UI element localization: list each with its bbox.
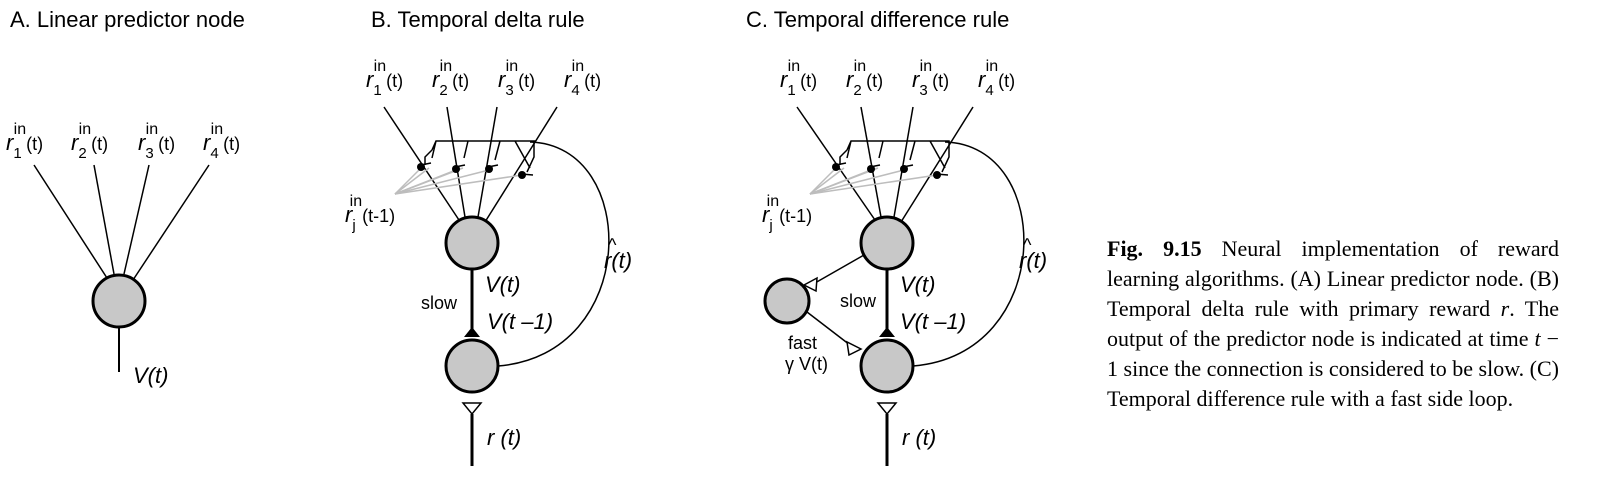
reward-synapse (461, 402, 483, 416)
trace-label: rjin(t-1) (345, 193, 395, 234)
input-label-3: r3in(t) (138, 121, 175, 162)
reward-node (859, 338, 915, 394)
input-line-4 (484, 106, 558, 223)
fast-input-synapse (802, 276, 818, 293)
rhat-hat: ^ (1023, 235, 1032, 255)
slow-synapse (464, 327, 480, 337)
reward-synapse (876, 402, 898, 416)
input-line-2 (446, 106, 466, 218)
input-label-4: r4in(t) (203, 121, 240, 162)
input-line-3 (893, 106, 914, 218)
reward-label: r (t) (487, 425, 521, 450)
feedback-arc (497, 141, 610, 367)
input-label-2: r2in(t) (432, 58, 469, 99)
input-line-2 (93, 164, 115, 275)
caption-var-r: r (1500, 296, 1510, 321)
input-label-1: r1in(t) (6, 121, 43, 162)
v-label: V(t) (485, 272, 520, 297)
slow-label: slow (840, 291, 877, 311)
synapse-hooks (835, 162, 949, 176)
rhat-hat: ^ (608, 235, 617, 255)
panel-b: B. Temporal delta rule r1in(t) r2in(t) r… (345, 7, 632, 466)
caption-var-t: t (1534, 326, 1541, 351)
caption-text-3: − 1 since the connection is considered t… (1107, 326, 1559, 411)
input-line-4 (132, 164, 210, 281)
input-label-3: r3in(t) (498, 58, 535, 99)
input-label-1: r1in(t) (780, 58, 817, 99)
input-label-3: r3in(t) (912, 58, 949, 99)
figure-caption: Fig. 9.15 Neural implementation of rewar… (1107, 234, 1559, 414)
input-label-1: r1in(t) (366, 58, 403, 99)
gamma-label: γ V(t) (785, 354, 828, 374)
figure-number: Fig. 9.15 (1107, 236, 1202, 261)
input-line-3 (123, 164, 150, 275)
synapse-dot-4 (933, 171, 941, 179)
reward-node (444, 338, 500, 394)
slow-synapse (879, 327, 895, 337)
v-label: V(t) (900, 272, 935, 297)
fast-input-line (814, 254, 865, 284)
fast-output-synapse (846, 340, 863, 357)
fast-output-line (806, 311, 851, 346)
input-label-2: r2in(t) (71, 121, 108, 162)
v-prev-label: V(t –1) (900, 309, 966, 334)
synapse-hooks (420, 162, 534, 176)
slow-label: slow (421, 293, 458, 313)
caption-text-2: . The output of the predictor node is in… (1107, 296, 1560, 351)
feedback-arc (912, 141, 1025, 367)
caption-text-1: Neural implementation of reward learning… (1107, 236, 1559, 321)
trace-lines (809, 167, 938, 195)
predictor-node (91, 273, 147, 329)
input-line-3 (477, 106, 498, 218)
input-line-4 (900, 106, 974, 223)
panel-c-title: C. Temporal difference rule (746, 7, 1009, 32)
panel-b-title: B. Temporal delta rule (371, 7, 585, 32)
rhat-label: r(t) (1019, 248, 1047, 273)
fast-loop-node (763, 277, 811, 325)
panel-c: C. Temporal difference rule r1in(t) r2in… (746, 7, 1047, 466)
panel-a-title: A. Linear predictor node (10, 7, 245, 32)
input-line-2 (860, 106, 882, 218)
trace-label: rjin(t-1) (762, 193, 812, 234)
input-label-4: r4in(t) (978, 58, 1015, 99)
rhat-label: r(t) (604, 248, 632, 273)
predictor-node (444, 215, 500, 271)
feedback-bus (839, 140, 950, 173)
panel-a: A. Linear predictor node r1in(t) r2in(t)… (6, 7, 245, 388)
predictor-node (859, 215, 915, 271)
input-label-2: r2in(t) (846, 58, 883, 99)
synapse-dot-4 (518, 171, 526, 179)
output-label: V(t) (133, 363, 168, 388)
v-prev-label: V(t –1) (487, 309, 553, 334)
trace-lines (394, 167, 523, 195)
reward-label: r (t) (902, 425, 936, 450)
fast-label: fast (788, 333, 817, 353)
feedback-bus (424, 140, 536, 173)
input-line-1 (33, 164, 108, 279)
input-label-4: r4in(t) (564, 58, 601, 99)
